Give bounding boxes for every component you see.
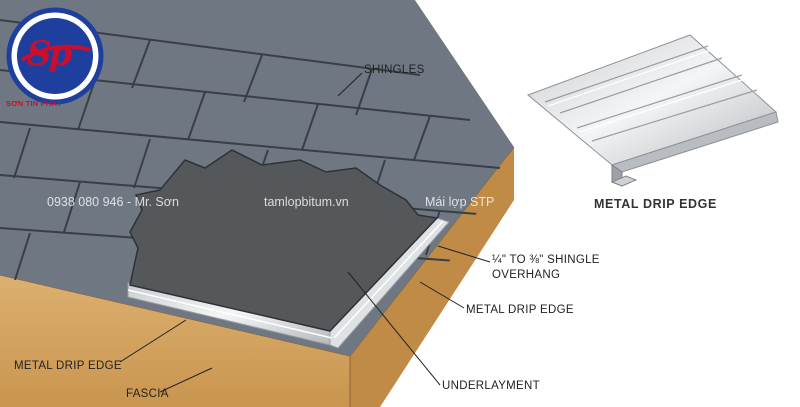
leader-lines (119, 72, 491, 393)
watermark-phone: 0938 080 946 - Mr. Sơn (47, 195, 179, 209)
logo-text: SƠN TIN PHÁT (6, 99, 62, 108)
underlayment (129, 149, 439, 332)
label-overhang-line1: ¼" TO ⅜" SHINGLE (492, 254, 600, 266)
label-metal-drip-edge-right: METAL DRIP EDGE (466, 304, 574, 316)
logo-monogram: Sp (27, 34, 72, 74)
label-underlayment: UNDERLAYMENT (442, 380, 540, 392)
watermark-site: tamlopbitum.vn (264, 195, 349, 209)
label-metal-drip-edge-left: METAL DRIP EDGE (14, 360, 122, 372)
fascia-board (0, 146, 515, 407)
metal-drip-edge-eave (127, 217, 450, 349)
label-fascia: FASCIA (126, 388, 169, 400)
label-overhang-line2: OVERHANG (492, 269, 561, 281)
watermark-brand: Mái lợp STP (425, 195, 495, 209)
metal-drip-edge-product (527, 34, 779, 187)
label-metal-drip-edge-detail: METAL DRIP EDGE (594, 197, 717, 211)
label-shingles: SHINGLES (364, 64, 425, 76)
brand-logo (6, 7, 104, 105)
